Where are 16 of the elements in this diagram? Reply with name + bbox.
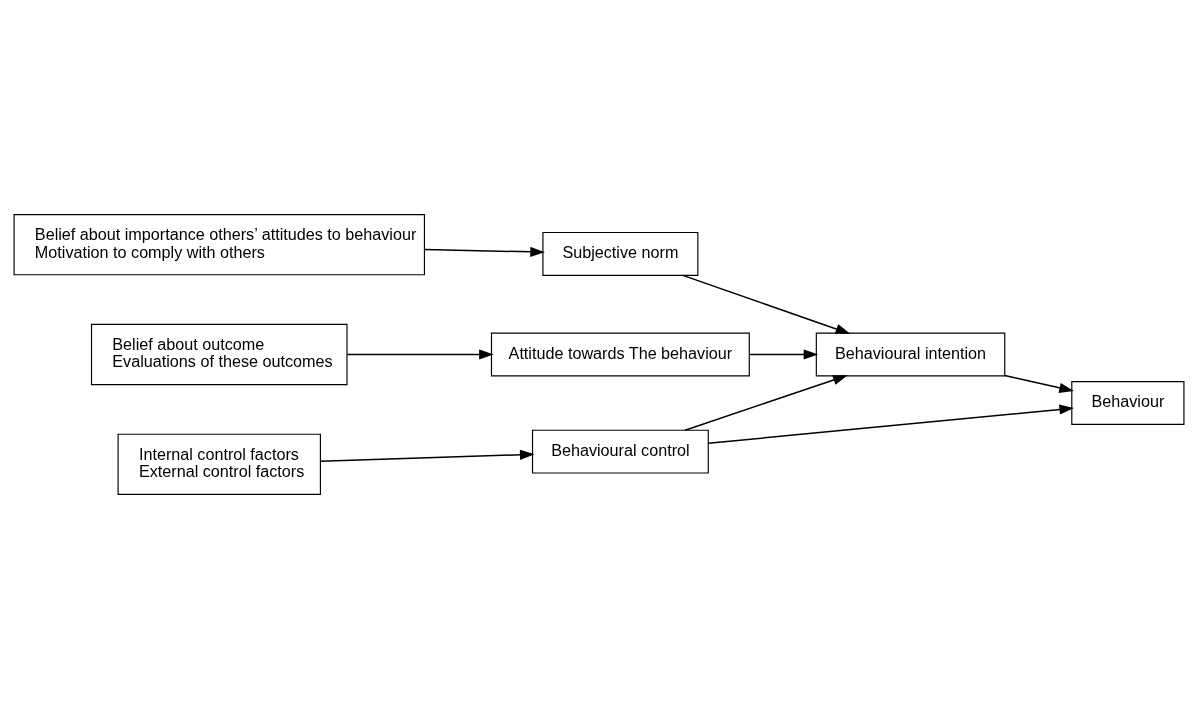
node-box: Belief about importance others’ attitudes to behaviour Motivation to comply with others bbox=[13, 214, 425, 276]
node-box: Belief about outcome Evaluations of these outcomes bbox=[90, 323, 348, 386]
arrow bbox=[748, 349, 819, 360]
node-box: Behavioural intention bbox=[815, 332, 1006, 377]
arrow bbox=[707, 404, 1074, 444]
arrow bbox=[319, 449, 535, 462]
node-box: Behavioural control bbox=[531, 429, 709, 474]
node-box: Subjective norm bbox=[542, 231, 699, 276]
arrow bbox=[1004, 374, 1074, 393]
arrow bbox=[682, 274, 851, 334]
node-box: Attitude towards The behaviour bbox=[490, 332, 750, 377]
node-box: Behaviour bbox=[1071, 381, 1185, 425]
arrow bbox=[423, 246, 545, 257]
arrow bbox=[684, 375, 848, 431]
node-box: Internal control factors External control factors bbox=[117, 433, 321, 495]
arrow bbox=[346, 349, 494, 360]
